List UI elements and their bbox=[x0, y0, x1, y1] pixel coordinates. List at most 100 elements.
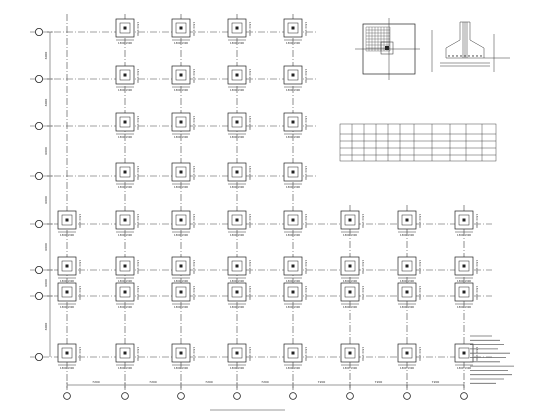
rebar-dot bbox=[468, 55, 470, 57]
footing-dim-text: 1300 1300 bbox=[343, 233, 357, 237]
footing-dim-text: 1300 1300 bbox=[60, 233, 74, 237]
dimension-text: 7200 bbox=[92, 380, 100, 384]
footing-dim-text: 1300 1300 bbox=[118, 305, 132, 309]
axis-bubble-bottom bbox=[346, 392, 354, 400]
axis-bubble-bottom bbox=[460, 392, 468, 400]
footing-dim-text: 1300 1300 bbox=[174, 135, 188, 139]
footing-dim-text-vertical: 1300 1300 bbox=[304, 214, 308, 228]
footing-column bbox=[179, 26, 183, 30]
footing-step bbox=[231, 116, 243, 128]
footing-step bbox=[119, 22, 131, 34]
axis-bubble-left bbox=[35, 352, 44, 361]
footing-column bbox=[123, 218, 127, 222]
footing-dim-text: 1300 1300 bbox=[286, 135, 300, 139]
footing-column bbox=[65, 264, 69, 268]
footing-dim-text-vertical: 1300 1300 bbox=[361, 260, 365, 274]
footing-step bbox=[287, 347, 299, 359]
footing-dim-text: 1300 1300 bbox=[230, 88, 244, 92]
rebar-dot bbox=[476, 55, 478, 57]
footing-detail-plan bbox=[355, 18, 420, 80]
footing-dim-text-vertical: 1300 1300 bbox=[136, 166, 140, 180]
dimension-text: 7200 bbox=[205, 380, 213, 384]
axis-bubble-left bbox=[35, 122, 44, 131]
footing-step bbox=[401, 286, 413, 298]
footing-dim-text: 1300 1300 bbox=[174, 88, 188, 92]
footing-step bbox=[458, 286, 470, 298]
footing-step bbox=[175, 347, 187, 359]
footing-dim-text: 1300 1300 bbox=[230, 41, 244, 45]
rebar-dot bbox=[472, 55, 474, 57]
axis-grid-lines bbox=[30, 14, 492, 390]
footing-dim-text-vertical: 1300 1300 bbox=[475, 214, 479, 228]
dimension-text: 6000 bbox=[44, 147, 48, 155]
dimension-text: 7200 bbox=[375, 380, 383, 384]
footing-group: 1300 1300 1300 1300 1300 1300 1300 1300 1300… bbox=[57, 18, 479, 370]
footing-column bbox=[291, 290, 295, 294]
footing-dim-text: 1300 1300 bbox=[118, 185, 132, 189]
footing-column bbox=[65, 351, 69, 355]
footing-dim-text: 1300 1300 bbox=[230, 135, 244, 139]
footing-step bbox=[344, 214, 356, 226]
footing-dim-text: 1300 1300 bbox=[174, 185, 188, 189]
footing: 1300 1300 1300 1300 bbox=[171, 210, 196, 237]
footing-dim-text: 1300 1300 bbox=[174, 233, 188, 237]
dimension-text: 6000 bbox=[44, 52, 48, 60]
footing-dim-text-vertical: 1300 1300 bbox=[361, 286, 365, 300]
footing-dim-text-vertical: 1300 1300 bbox=[248, 260, 252, 274]
axis-bubble-bottom bbox=[233, 392, 241, 400]
footing-column bbox=[291, 351, 295, 355]
footing-dim-text: 1300 1300 bbox=[174, 41, 188, 45]
dimension-text: 6000 bbox=[44, 99, 48, 107]
footing-column bbox=[291, 26, 295, 30]
rebar-dot bbox=[452, 55, 454, 57]
footing-dim-text-vertical: 1300 1300 bbox=[304, 347, 308, 361]
axis-bubble-bottom bbox=[121, 392, 129, 400]
footing-step bbox=[231, 214, 243, 226]
footing-dim-text-vertical: 1300 1300 bbox=[136, 22, 140, 36]
footing-column bbox=[462, 218, 466, 222]
footing-step bbox=[231, 69, 243, 81]
footing-dim-text-vertical: 1300 1300 bbox=[136, 214, 140, 228]
section-dots bbox=[448, 55, 482, 57]
footing-dim-text-vertical: 1300 1300 bbox=[192, 22, 196, 36]
footing-dim-text-vertical: 1300 1300 bbox=[418, 286, 422, 300]
footing-column bbox=[235, 264, 239, 268]
axis-bubbles bbox=[35, 27, 468, 400]
footing-step bbox=[344, 347, 356, 359]
footing-column bbox=[348, 351, 352, 355]
footing-dim-text: 1300 1300 bbox=[230, 185, 244, 189]
axis-bubble-left bbox=[35, 27, 44, 36]
footing-column bbox=[123, 264, 127, 268]
footing-dim-text-vertical: 1300 1300 bbox=[78, 286, 82, 300]
footing-dim-text: 1300 1300 bbox=[118, 88, 132, 92]
footing-dim-text: 1300 1300 bbox=[60, 366, 74, 370]
footing-step bbox=[119, 166, 131, 178]
footing-column bbox=[123, 170, 127, 174]
footing-dim-text-vertical: 1300 1300 bbox=[475, 260, 479, 274]
footing-column bbox=[348, 264, 352, 268]
axis-bubble-bottom bbox=[403, 392, 411, 400]
footing-dim-text-vertical: 1300 1300 bbox=[136, 286, 140, 300]
axis-bubble-left bbox=[35, 219, 44, 228]
footing-dim-text: 1300 1300 bbox=[286, 185, 300, 189]
footing-dim-text-vertical: 1300 1300 bbox=[248, 214, 252, 228]
footing-dim-text-vertical: 1300 1300 bbox=[192, 214, 196, 228]
footing-step bbox=[287, 22, 299, 34]
footing-column bbox=[123, 120, 127, 124]
axis-bubble-left bbox=[35, 75, 44, 84]
footing-column bbox=[348, 218, 352, 222]
footing-dim-text: 1300 1300 bbox=[118, 41, 132, 45]
footing-column bbox=[179, 264, 183, 268]
footing-dim-text-vertical: 1300 1300 bbox=[304, 166, 308, 180]
